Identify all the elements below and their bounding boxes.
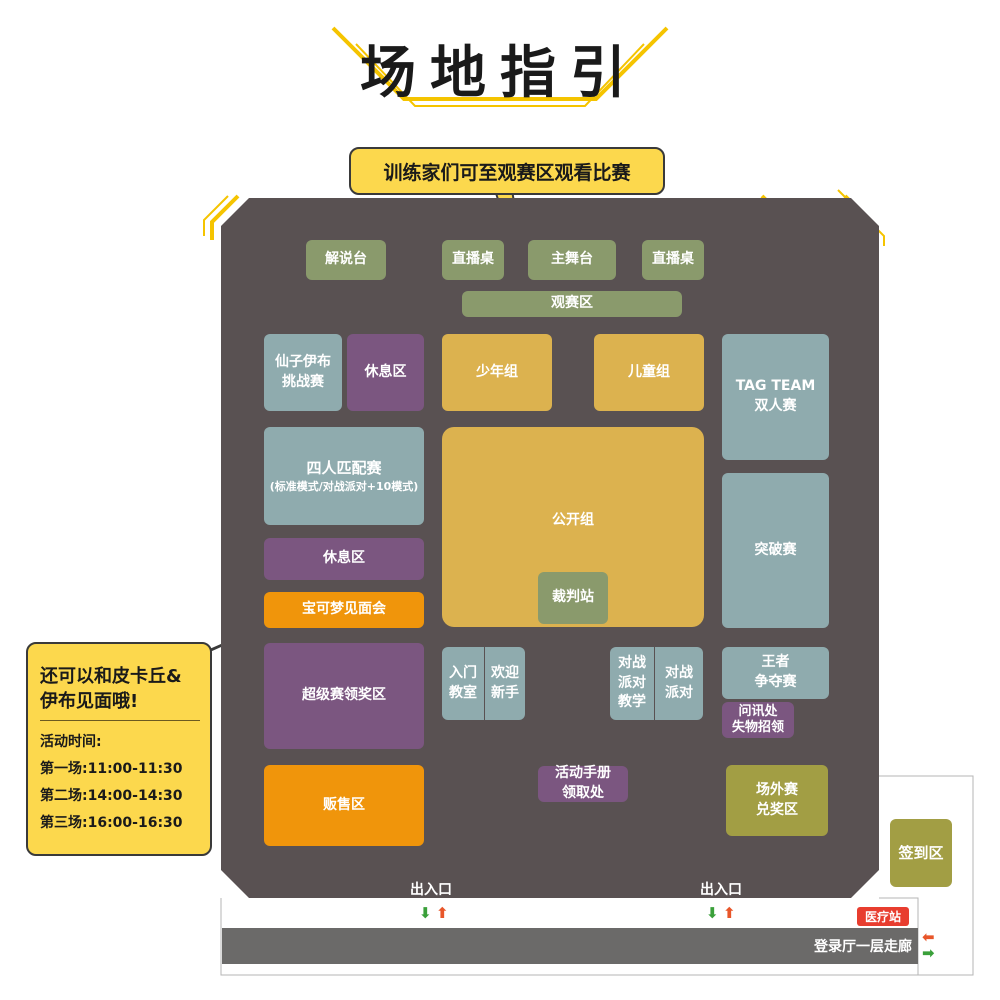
spectator-area[interactable]: 观赛区 <box>462 291 682 317</box>
judge-station[interactable]: 裁判站 <box>538 572 608 624</box>
stream-desk-right[interactable]: 直播桌 <box>642 240 704 280</box>
arrow-left-orange-icon: ⬅ <box>922 928 935 946</box>
arrow-up-orange-icon: ⬆ <box>723 904 736 922</box>
corridor-band <box>222 928 918 964</box>
exit-label-right: 出入口 <box>700 882 742 898</box>
exit-label-left: 出入口 <box>410 882 452 898</box>
battle-party-tutorial[interactable]: 对战 派对 教学 <box>610 647 654 720</box>
children-division[interactable]: 儿童组 <box>594 334 704 411</box>
session-2: 第二场:14:00-14:30 <box>40 788 183 805</box>
main-stage[interactable]: 主舞台 <box>528 240 616 280</box>
arrow-down-green-icon: ⬇ <box>706 904 719 922</box>
corridor-label: 登录厅一层走廊 <box>814 939 912 955</box>
sylveon-challenge[interactable]: 仙子伊布 挑战赛 <box>264 334 342 411</box>
shop-area[interactable]: 贩售区 <box>264 765 424 846</box>
booklet-pickup[interactable]: 活动手册 领取处 <box>538 765 628 802</box>
arrow-up-orange-icon: ⬆ <box>436 904 449 922</box>
battle-party[interactable]: 对战 派对 <box>655 647 703 720</box>
four-player-match[interactable]: 四人匹配赛 (标准模式/对战派对+10模式) <box>264 427 424 525</box>
welcome-newcomers[interactable]: 欢迎 新手 <box>485 647 525 720</box>
commentary-desk[interactable]: 解说台 <box>306 240 386 280</box>
rest-area-mid[interactable]: 休息区 <box>264 538 424 580</box>
arrow-down-green-icon: ⬇ <box>419 904 432 922</box>
session-1: 第一场:11:00-11:30 <box>40 761 183 778</box>
outdoor-award-area[interactable]: 场外赛 兑奖区 <box>726 765 828 836</box>
four-player-subtitle: (标准模式/对战派对+10模式) <box>269 479 419 493</box>
pokemon-meet[interactable]: 宝可梦见面会 <box>264 592 424 628</box>
info-lost-found[interactable]: 问讯处 失物招领 <box>722 702 794 738</box>
tag-team-battle[interactable]: TAG TEAM 双人赛 <box>722 334 829 460</box>
champion-battle[interactable]: 王者 争夺赛 <box>722 647 829 699</box>
super-award-area[interactable]: 超级赛领奖区 <box>264 643 424 749</box>
junior-division[interactable]: 少年组 <box>442 334 552 411</box>
callout-divider <box>40 720 200 722</box>
four-player-title: 四人匹配赛 <box>306 458 382 477</box>
breakthrough-battle[interactable]: 突破赛 <box>722 473 829 628</box>
medical-station[interactable]: 医疗站 <box>857 907 909 926</box>
arrow-right-green-icon: ➡ <box>922 944 935 962</box>
schedule-label: 活动时间: <box>40 734 102 751</box>
session-3: 第三场:16:00-16:30 <box>40 815 183 832</box>
stream-desk-left[interactable]: 直播桌 <box>442 240 504 280</box>
page-title: 场地指引 <box>360 41 640 106</box>
meet-callout: 还可以和皮卡丘& 伊布见面哦! 活动时间: 第一场:11:00-11:30 第二… <box>26 642 212 856</box>
open-division-label: 公开组 <box>552 512 594 528</box>
intro-classroom[interactable]: 入门 教室 <box>442 647 484 720</box>
checkin-area[interactable]: 签到区 <box>890 819 952 887</box>
spectator-callout: 训练家们可至观赛区观看比赛 <box>349 147 665 195</box>
rest-area-top[interactable]: 休息区 <box>347 334 424 411</box>
meet-callout-headline: 还可以和皮卡丘& 伊布见面哦! <box>40 666 182 713</box>
